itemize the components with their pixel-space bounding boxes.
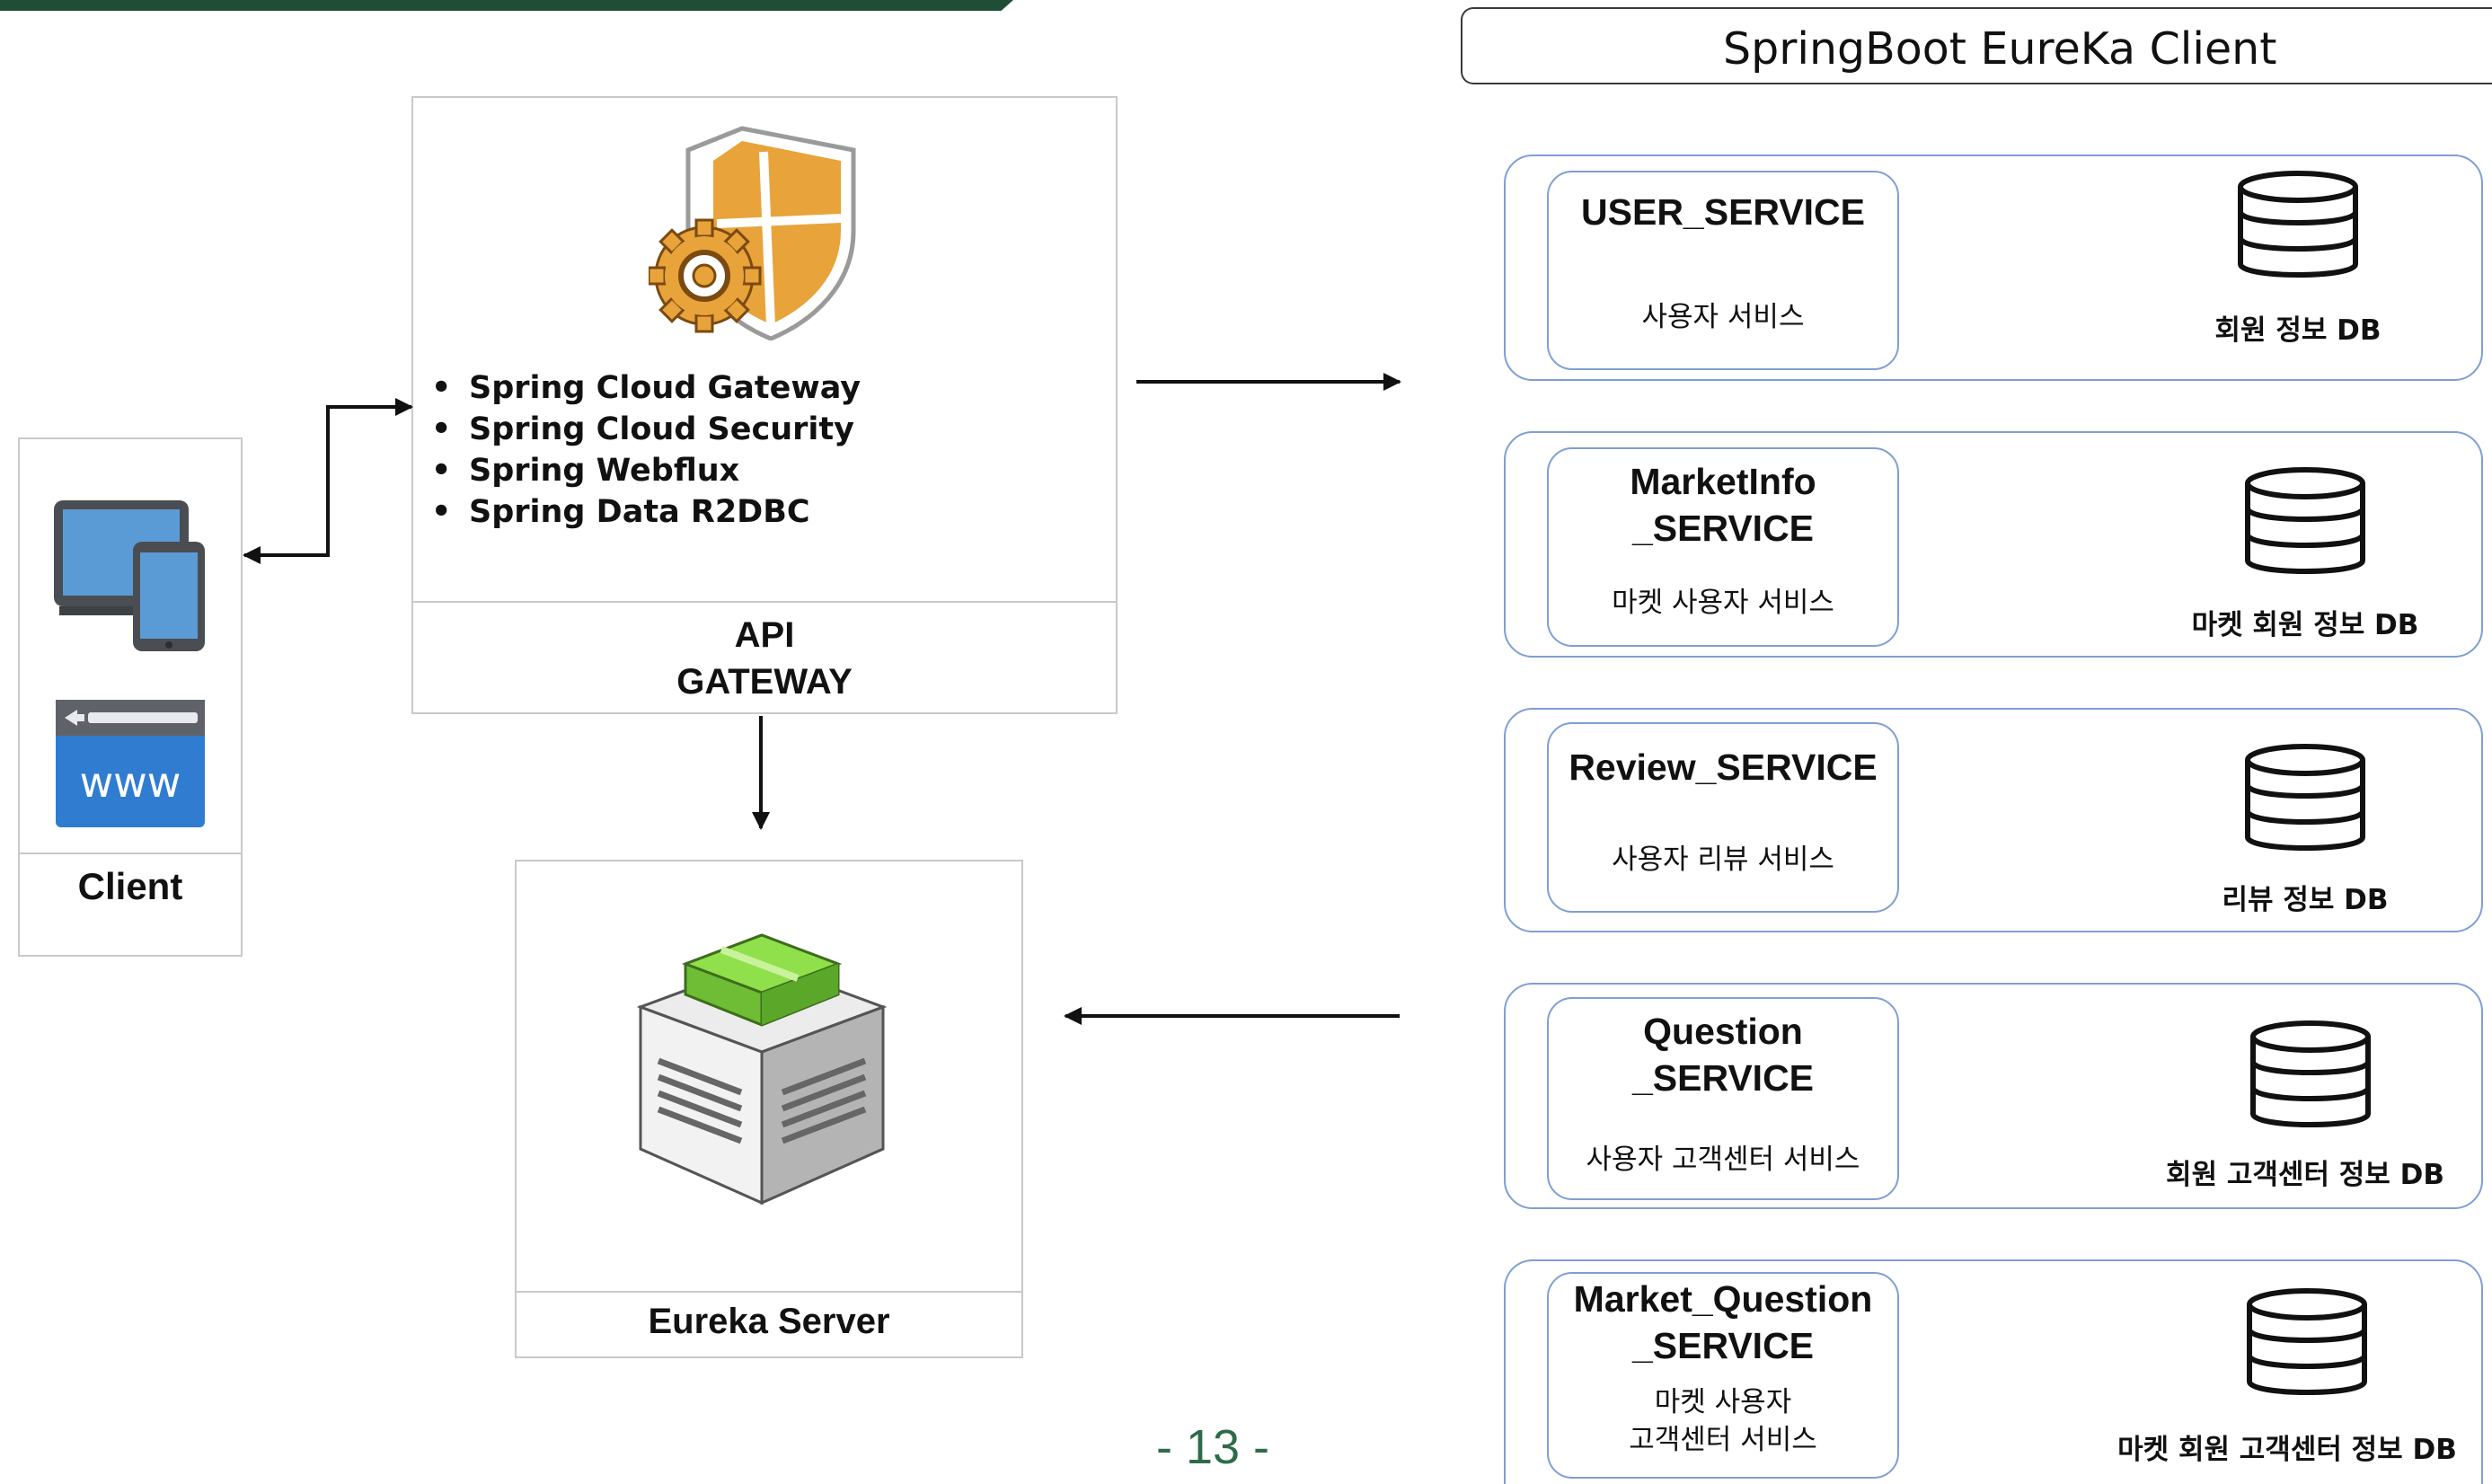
service-description: 사용자 서비스	[1641, 301, 1805, 333]
database-label: 마켓 회원 고객센터 정보 DB	[2117, 1434, 2457, 1466]
database-icon	[2250, 1020, 2371, 1127]
header-bar	[0, 0, 1013, 11]
database-label: 리뷰 정보 DB	[2222, 884, 2389, 916]
client-gateway-connector	[243, 398, 413, 564]
svg-text:www: www	[80, 758, 181, 807]
database-label: 회원 고객센터 정보 DB	[2166, 1159, 2444, 1191]
devices-icon	[54, 500, 205, 651]
eureka-server-panel: Eureka Server	[515, 860, 1023, 1358]
www-browser-icon: www	[56, 700, 205, 827]
service-row: USER_SERVICE 사용자 서비스 회원 정보 DB	[1504, 155, 2483, 381]
service-name: MarketInfo	[1630, 461, 1816, 502]
database-icon	[2245, 467, 2365, 574]
gateway-label-line1: API	[734, 615, 795, 655]
service-row: Review_SERVICE 사용자 리뷰 서비스 리뷰 정보 DB	[1504, 708, 2483, 932]
database-icon	[2245, 744, 2365, 851]
service-row: Market_Question _SERVICE 마켓 사용자 고객센터 서비스…	[1504, 1259, 2483, 1484]
database-label: 회원 정보 DB	[2214, 314, 2382, 347]
feature-item: Spring Cloud Gateway	[431, 367, 861, 409]
service-box: Review_SERVICE 사용자 리뷰 서비스	[1547, 722, 1899, 913]
service-name-cont: _SERVICE	[1631, 1057, 1815, 1099]
database-icon	[2247, 1288, 2367, 1395]
server-box-icon	[636, 933, 888, 1206]
service-description: 사용자 고객센터 서비스	[1586, 1144, 1860, 1176]
service-box: Market_Question _SERVICE 마켓 사용자 고객센터 서비스	[1547, 1272, 1899, 1479]
api-gateway-panel: Spring Cloud Gateway Spring Cloud Securi…	[411, 96, 1118, 714]
service-description: 사용자 리뷰 서비스	[1612, 844, 1834, 876]
feature-item: Spring Data R2DBC	[431, 491, 861, 533]
service-description: 마켓 사용자	[1654, 1386, 1792, 1418]
shield-gear-icon	[649, 126, 856, 340]
service-box: Question _SERVICE 사용자 고객센터 서비스	[1547, 997, 1899, 1200]
page-number: - 13 -	[1155, 1420, 1270, 1474]
service-name: Question	[1643, 1011, 1803, 1052]
service-description: 마켓 사용자 서비스	[1612, 587, 1834, 619]
service-row: MarketInfo _SERVICE 마켓 사용자 서비스 마켓 회원 정보 …	[1504, 431, 2483, 658]
database-icon	[2238, 171, 2358, 278]
service-box: USER_SERVICE 사용자 서비스	[1547, 171, 1899, 370]
gateway-label-line2: GATEWAY	[676, 662, 853, 702]
service-row: Question _SERVICE 사용자 고객센터 서비스 회원 고객센터 정…	[1504, 983, 2483, 1209]
service-name: Review_SERVICE	[1569, 746, 1878, 788]
feature-item: Spring Cloud Security	[431, 409, 861, 450]
service-name: USER_SERVICE	[1581, 191, 1865, 233]
service-name-cont: _SERVICE	[1631, 1325, 1815, 1366]
eureka-client-title: SpringBoot EureKa Client	[1723, 23, 2277, 75]
database-label: 마켓 회원 정보 DB	[2191, 609, 2419, 641]
gateway-feature-list: Spring Cloud Gateway Spring Cloud Securi…	[431, 367, 861, 533]
client-panel: www Client	[18, 437, 243, 957]
feature-item: Spring Webflux	[431, 450, 861, 491]
service-box: MarketInfo _SERVICE 마켓 사용자 서비스	[1547, 447, 1899, 647]
service-name-cont: _SERVICE	[1631, 508, 1815, 549]
client-label: Client	[77, 865, 183, 907]
eureka-client-title-box: SpringBoot EureKa Client	[1461, 7, 2492, 84]
service-name: Market_Question	[1573, 1278, 1873, 1320]
service-description-cont: 고객센터 서비스	[1629, 1424, 1817, 1456]
eureka-server-label: Eureka Server	[648, 1302, 890, 1341]
